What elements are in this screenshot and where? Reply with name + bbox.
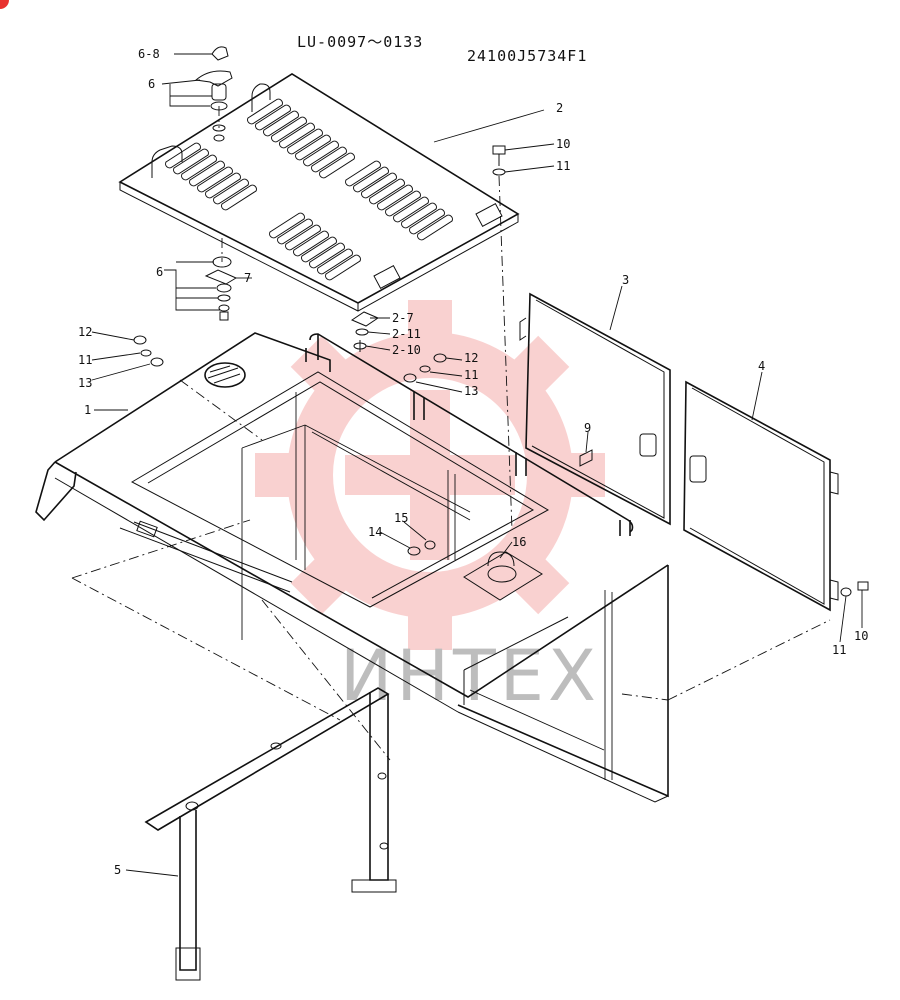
callout-7: 7 — [244, 271, 251, 285]
callout-11-mid: 11 — [464, 368, 478, 382]
cover-hinge-rear — [475, 202, 503, 228]
door-panel-4 — [683, 380, 869, 612]
assembly-lines — [71, 106, 831, 761]
vent-grille-icon — [204, 362, 246, 388]
cover-hinge-front — [373, 264, 401, 290]
callout-2-7: 2-7 — [392, 311, 414, 325]
watermark-text: ИНТЕХ — [340, 635, 600, 717]
door-panel-3 — [519, 292, 671, 526]
callout-3: 3 — [622, 273, 629, 287]
callout-1: 1 — [84, 403, 91, 417]
serial-range: LU-0097〜0133 — [297, 33, 423, 51]
callout-13-left: 13 — [78, 376, 92, 390]
callout-2-10: 2-10 — [392, 343, 421, 357]
callout-labels: 6-8 6 2 10 11 6 7 2-7 2-11 2-10 3 4 12 1… — [78, 47, 868, 877]
callout-11-top: 11 — [556, 159, 570, 173]
latch-assembly-top — [194, 46, 233, 142]
callout-15: 15 — [394, 511, 408, 525]
callout-6-mid: 6 — [156, 265, 163, 279]
callout-14: 14 — [368, 525, 382, 539]
door-latch-3 — [639, 433, 657, 457]
callout-9: 9 — [584, 421, 591, 435]
callout-2-11: 2-11 — [392, 327, 421, 341]
latch-assembly-lower — [204, 256, 238, 321]
callout-11-right: 11 — [832, 643, 846, 657]
drawing-number: 24100J5734F1 — [467, 47, 587, 65]
callout-2: 2 — [556, 101, 563, 115]
callout-6-8: 6-8 — [138, 47, 160, 61]
watermark-logo — [255, 300, 605, 650]
callout-16: 16 — [512, 535, 526, 549]
callout-5: 5 — [114, 863, 121, 877]
louvre-slots — [165, 98, 453, 281]
callout-10-top: 10 — [556, 137, 570, 151]
cover-handle-front — [151, 145, 183, 178]
callout-6-top: 6 — [148, 77, 155, 91]
callout-12-left: 12 — [78, 325, 92, 339]
access-plate — [463, 551, 543, 601]
bolt-washer-top — [492, 145, 506, 176]
callout-11-left: 11 — [78, 353, 92, 367]
cover-handle-rear — [251, 83, 271, 112]
callout-13-mid: 13 — [464, 384, 478, 398]
callout-10-right: 10 — [854, 629, 868, 643]
support-frame-5 — [144, 687, 397, 981]
main-frame-hood — [35, 332, 669, 803]
corner-marker — [0, 0, 9, 9]
door-latch-4 — [689, 455, 707, 483]
top-cover-panel — [118, 73, 520, 312]
callout-4: 4 — [758, 359, 765, 373]
leader-lines — [91, 53, 863, 877]
callout-12-mid: 12 — [464, 351, 478, 365]
